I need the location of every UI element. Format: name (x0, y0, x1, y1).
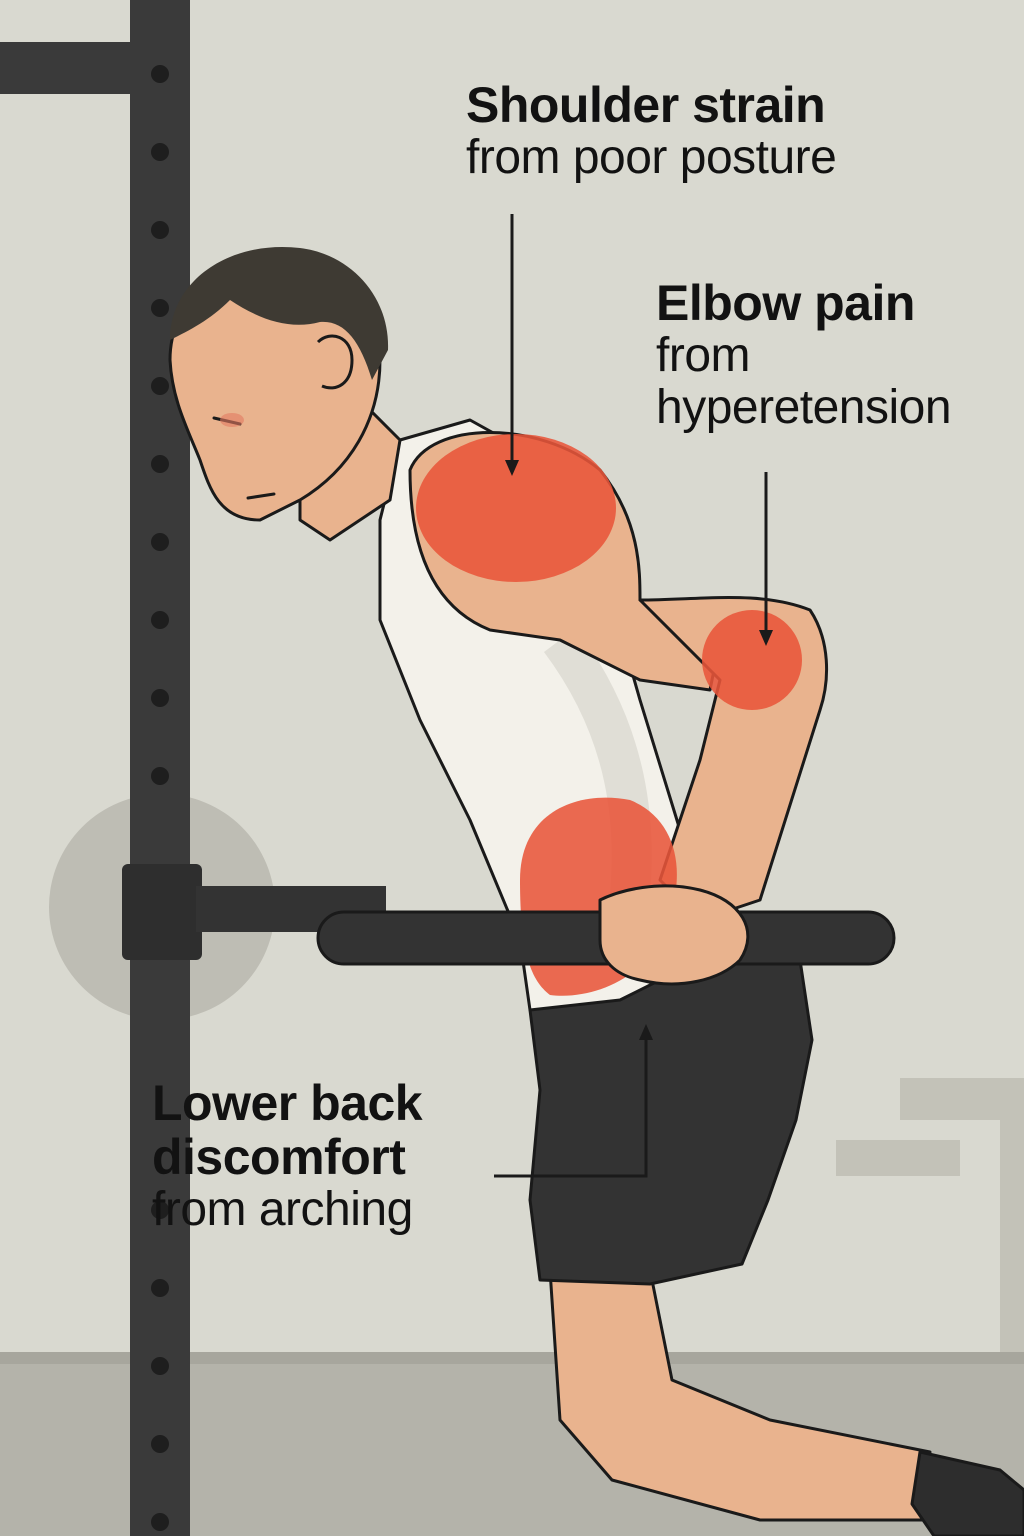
floor-edge (0, 1352, 1024, 1364)
elbow-pain-title: Elbow pain (656, 275, 915, 331)
lower-back-title-line2: discomfort (152, 1129, 406, 1185)
hand (598, 884, 750, 986)
shoulder-strain-label: Shoulder strain from poor posture (466, 77, 837, 184)
lower-back-label: Lower back discomfort from arching (152, 1075, 423, 1236)
shoulder-strain-cause: from poor posture (466, 131, 837, 184)
legs (548, 1268, 1024, 1536)
elbow-pain-label: Elbow pain from hyperetension (656, 275, 952, 434)
bench-silhouette (836, 1078, 1024, 1352)
head (168, 246, 389, 522)
pain-spot-shoulder-icon (416, 434, 616, 582)
power-rack (0, 0, 386, 1536)
arrow-icon (494, 214, 773, 1178)
lower-back-cause: from arching (152, 1183, 413, 1236)
pain-spot-elbow-icon (702, 610, 802, 710)
lower-back-title-line1: Lower back (152, 1075, 423, 1131)
shoulder-strain-title: Shoulder strain (466, 77, 826, 133)
elbow-pain-cause-line1: from (656, 329, 751, 382)
rack-holes (151, 65, 169, 1531)
elbow-pain-cause-line2: hyperetension (656, 380, 952, 434)
